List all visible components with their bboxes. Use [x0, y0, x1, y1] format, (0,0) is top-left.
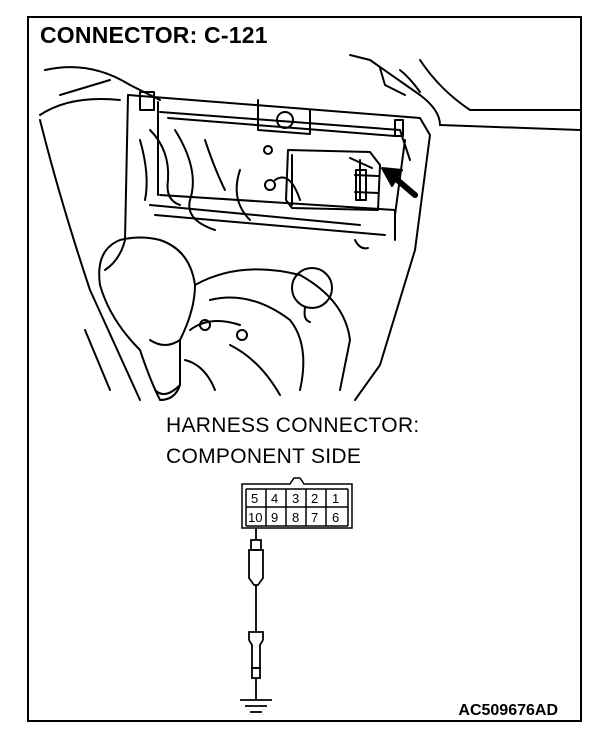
pin-4: 4	[271, 491, 278, 506]
pin-2: 2	[311, 491, 318, 506]
pin-1: 1	[332, 491, 339, 506]
harness-connector-label: HARNESS CONNECTOR:	[166, 414, 420, 437]
test-probe-to-ground	[240, 528, 272, 713]
pin-3: 3	[292, 491, 299, 506]
pin-9: 9	[271, 510, 278, 525]
pin-10: 10	[248, 510, 262, 525]
component-side-label: COMPONENT SIDE	[166, 445, 362, 468]
harness-connector-face	[241, 477, 353, 529]
connector-title: CONNECTOR: C-121	[40, 22, 268, 48]
pin-8: 8	[292, 510, 299, 525]
pin-6: 6	[332, 510, 339, 525]
figure-code: AC509676AD	[458, 702, 558, 719]
connector-pin-labels: 5 4 3 2 1 10 9 8 7 6	[248, 491, 339, 525]
pin-7: 7	[311, 510, 318, 525]
pin-5: 5	[251, 491, 258, 506]
